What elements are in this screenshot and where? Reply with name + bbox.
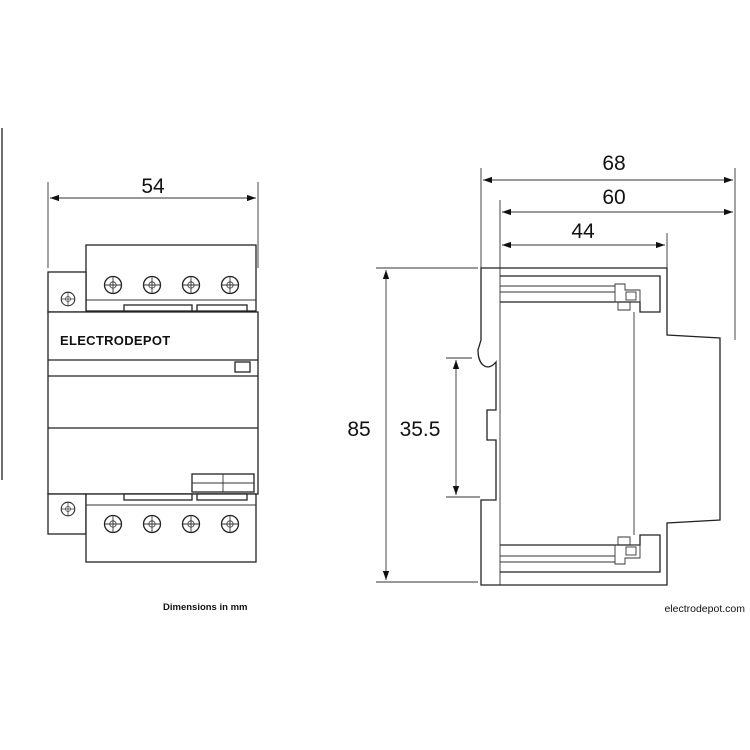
indicator-window [234,361,251,373]
side-profile-outline [477,267,721,586]
screw-terminal-icon [220,514,240,534]
overall-depth-label: 68 [602,152,625,175]
screw-terminal-icon [103,275,123,295]
screw-icon [60,501,76,517]
side-view: 68 60 44 85 35.5 [347,152,736,586]
screw-terminal-icon [103,514,123,534]
contactor-body [47,311,259,495]
screw-icon [60,291,76,307]
depth-dimensions: 68 60 44 [480,152,736,340]
height-dimension: 85 [347,267,478,583]
screw-terminal-icon [142,514,162,534]
screw-terminal-icon [220,275,240,295]
height-dim-label: 85 [347,418,370,441]
front-depth-label: 44 [571,220,595,243]
screw-terminal-icon [181,275,201,295]
mid-depth-label: 60 [602,186,625,209]
website-label: electrodepot.com [664,603,745,615]
rail-height-dimension: 35.5 [400,357,480,498]
width-dim-label: 54 [141,175,165,198]
width-dimension: 54 [47,175,259,268]
rail-height-label: 35.5 [400,418,441,441]
front-view: 54 ELECTRODEPOT [47,175,259,563]
units-note: Dimensions in mm [163,602,247,613]
brand-label: ELECTRODEPOT [60,333,171,348]
screw-terminal-icon [142,275,162,295]
screw-terminal-icon [181,514,201,534]
